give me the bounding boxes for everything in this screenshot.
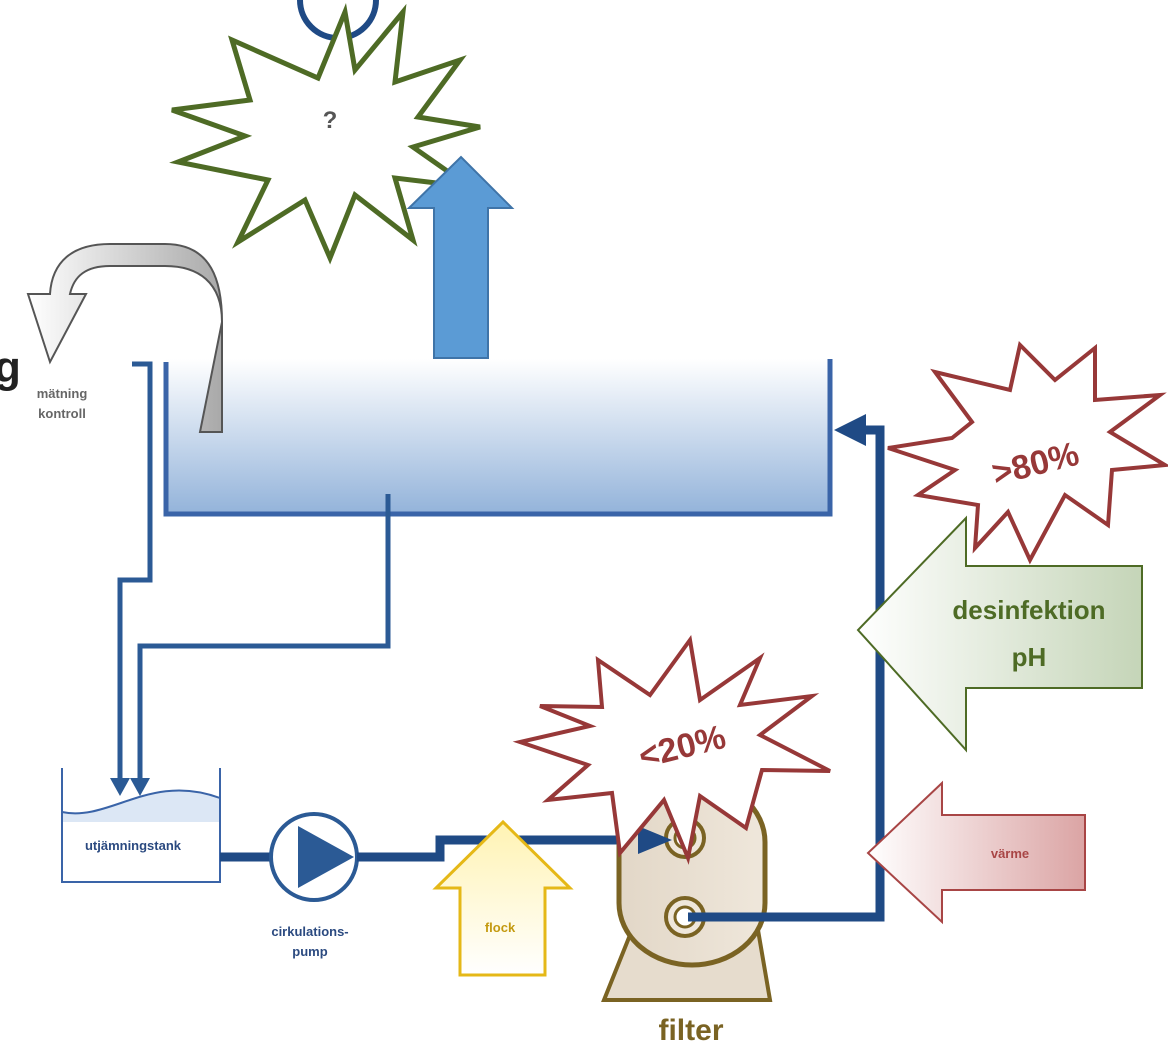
measurement-label-line2: kontroll bbox=[38, 406, 86, 421]
measurement-label-line1: mätning bbox=[37, 386, 88, 401]
tank-inlet-arrowhead-1 bbox=[110, 778, 130, 796]
question-label: ? bbox=[323, 107, 338, 134]
pump-label-line2: pump bbox=[292, 944, 327, 959]
flocculant-arrow bbox=[432, 819, 574, 977]
tank-wave bbox=[61, 789, 221, 815]
green-burst-shape bbox=[169, 2, 481, 265]
disinfection-ph-input: desinfektion pH bbox=[856, 515, 1143, 753]
pool-inlet-arrowhead bbox=[834, 414, 866, 446]
tank-inlet-arrowhead-2 bbox=[130, 778, 150, 796]
disinfection-arrow bbox=[856, 515, 1143, 753]
bottom-drain-pipe bbox=[137, 494, 391, 780]
evaporation-burst: ? bbox=[169, 2, 481, 265]
partial-g-text: g bbox=[0, 343, 21, 392]
pool bbox=[163, 359, 833, 517]
filter-label: filter bbox=[658, 1014, 723, 1047]
evaporation-arrow bbox=[406, 155, 515, 359]
return-pipes bbox=[117, 361, 391, 780]
heating-arrow bbox=[866, 780, 1086, 925]
low-percentage-burst: <20% bbox=[512, 634, 831, 865]
skimmer-pipe bbox=[117, 361, 153, 780]
filter-to-pool-pipe bbox=[688, 425, 885, 922]
tank-water-surface bbox=[62, 790, 220, 822]
filter-inlet-arrowhead bbox=[638, 826, 672, 854]
pump-label-line1: cirkulations- bbox=[271, 924, 348, 939]
flocculant-input: flock bbox=[432, 819, 574, 977]
heating-label: värme bbox=[991, 846, 1029, 861]
low-burst-shape bbox=[512, 634, 831, 865]
equalization-tank-label: utjämningstank bbox=[85, 838, 182, 853]
ph-label: pH bbox=[1012, 642, 1047, 672]
high-percentage-burst: >80% bbox=[887, 341, 1168, 565]
pump-triangle bbox=[298, 826, 354, 888]
pool-water bbox=[166, 359, 830, 514]
circulation-pump bbox=[269, 812, 359, 902]
high-burst-shape bbox=[887, 341, 1168, 565]
pool-walls bbox=[163, 359, 833, 517]
heating-input: värme bbox=[866, 780, 1086, 925]
tank-walls bbox=[61, 768, 221, 883]
disinfection-label: desinfektion bbox=[952, 595, 1105, 625]
pump-to-filter-pipe bbox=[357, 835, 640, 862]
overflow-arrow bbox=[26, 243, 224, 433]
equalization-tank: utjämningstank bbox=[61, 768, 221, 883]
flocculant-label: flock bbox=[485, 920, 516, 935]
